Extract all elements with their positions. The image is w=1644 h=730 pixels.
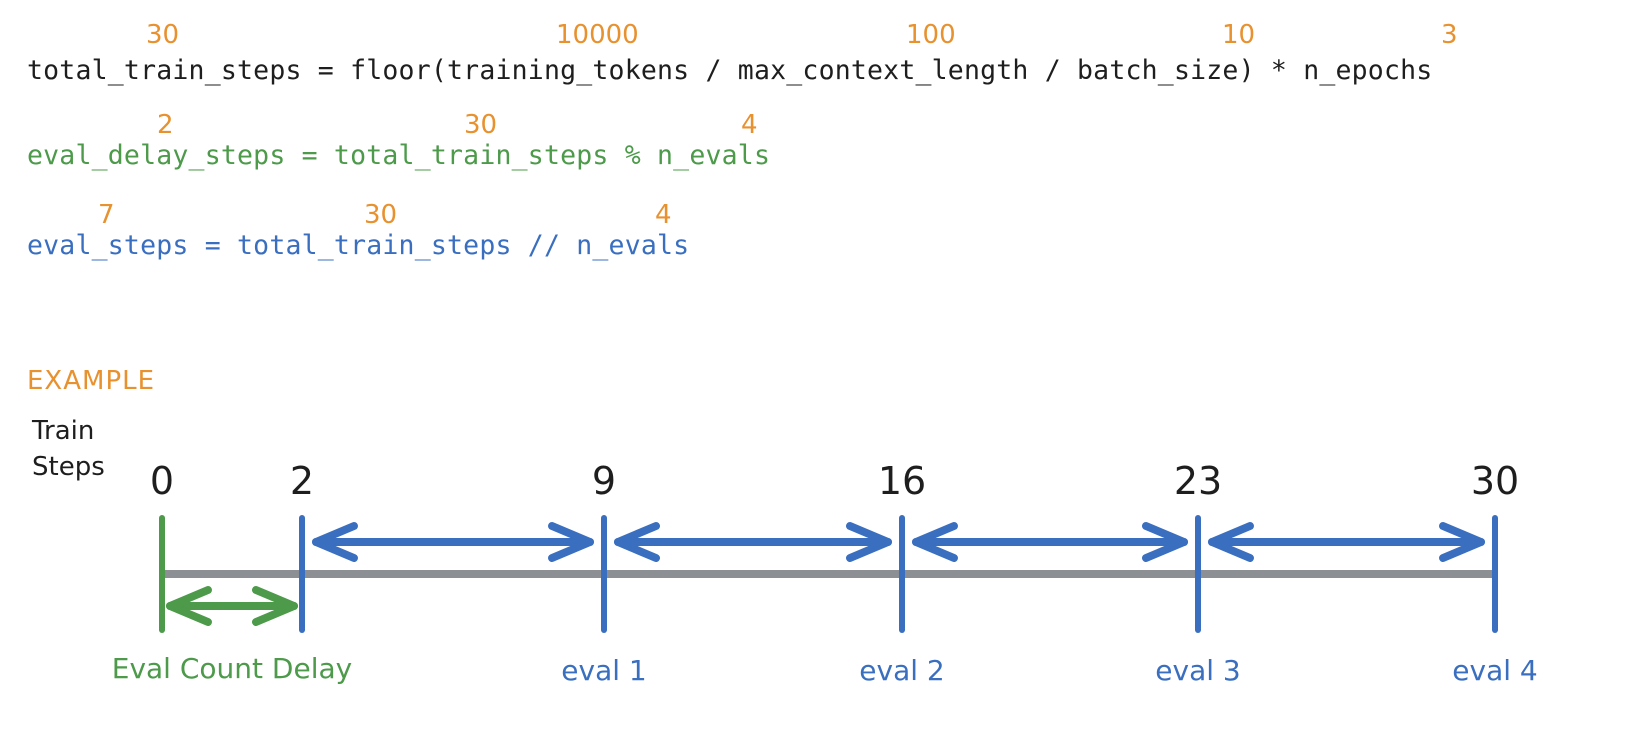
tick-label-step-23: 23 [1174, 459, 1222, 503]
arrow-head-right [548, 522, 594, 562]
example-heading: EXAMPLE [27, 366, 156, 396]
arrow-head-right [1439, 522, 1485, 562]
value-n-evals: 4 [741, 110, 758, 140]
value-eval-delay-steps: 2 [157, 110, 174, 140]
tick-label-step-0: 0 [150, 459, 174, 503]
arrow-head-right [1142, 522, 1188, 562]
eval-caption-30: eval 4 [1452, 654, 1537, 687]
formula-eval-delay-steps: eval_delay_steps = total_train_steps % n… [27, 140, 771, 171]
arrow-head-left [614, 522, 660, 562]
arrow-head-left [312, 522, 358, 562]
formula-eval-steps: eval_steps = total_train_steps // n_eval… [27, 230, 690, 261]
eval-delay-arrow [166, 586, 298, 626]
arrow-head-right [846, 522, 892, 562]
arrow-head-left [912, 522, 958, 562]
tick-label-step-2: 2 [290, 459, 314, 503]
value-total-train-steps-2: 30 [464, 110, 498, 140]
tick-label-step-9: 9 [592, 459, 616, 503]
value-n-epochs: 3 [1441, 20, 1458, 50]
arrow-head-left [1208, 522, 1254, 562]
tick-label-step-30: 30 [1471, 459, 1519, 503]
value-training-tokens: 10000 [556, 20, 639, 50]
axis-label-steps: Steps [32, 452, 105, 482]
eval-interval-arrow-2 [614, 522, 892, 562]
tick-label-step-16: 16 [878, 459, 926, 503]
eval-caption-9: eval 1 [561, 654, 646, 687]
value-eval-steps: 7 [98, 200, 115, 230]
eval-count-delay-label: Eval Count Delay [112, 652, 352, 685]
eval-interval-arrow-1 [312, 522, 594, 562]
eval-interval-arrow-3 [912, 522, 1188, 562]
eval-interval-arrow-4 [1208, 522, 1485, 562]
eval-caption-23: eval 3 [1155, 654, 1240, 687]
value-batch-size: 10 [1222, 20, 1256, 50]
value-n-evals-2: 4 [655, 200, 672, 230]
value-total-train-steps: 30 [146, 20, 180, 50]
arrow-head-left [166, 586, 212, 626]
axis-label-train: Train [32, 416, 95, 446]
arrow-head-right [252, 586, 298, 626]
value-max-context-length: 100 [906, 20, 956, 50]
value-total-train-steps-3: 30 [364, 200, 398, 230]
eval-caption-16: eval 2 [859, 654, 944, 687]
formula-total-train-steps: total_train_steps = floor(training_token… [27, 55, 1433, 86]
